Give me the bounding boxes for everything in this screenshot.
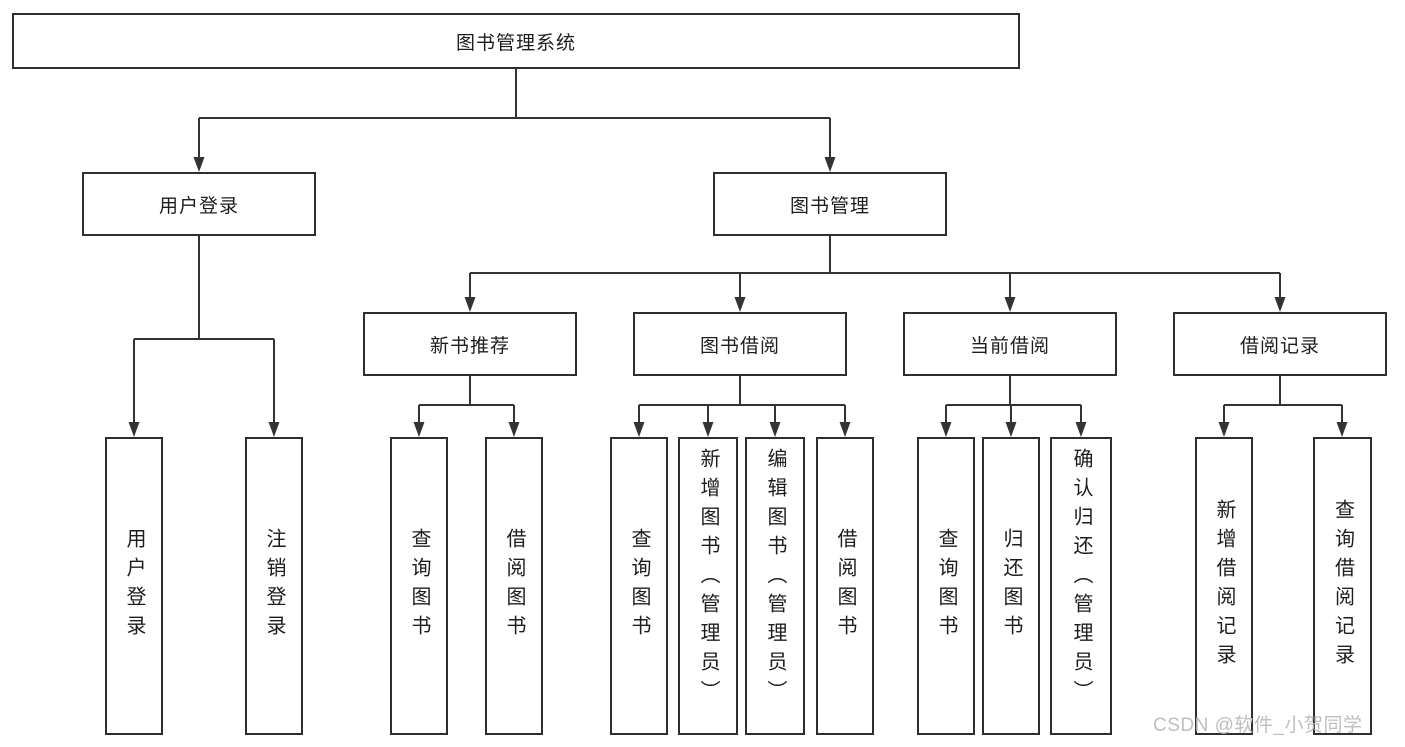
leaf-label: 新增图书（管理员）	[697, 448, 719, 709]
leaf-label: 归还图书	[1000, 528, 1022, 644]
node-book-borrowing: 图书借阅	[633, 312, 847, 376]
leaf-logout: 注销登录	[245, 437, 303, 735]
leaf-label: 用户登录	[123, 528, 145, 644]
leaf-query-borrow-record: 查询借阅记录	[1313, 437, 1372, 735]
leaf-query-books: 查询图书	[917, 437, 975, 735]
leaf-label: 注销登录	[263, 528, 285, 644]
node-book-management: 图书管理	[713, 172, 947, 236]
leaf-label: 查询借阅记录	[1331, 499, 1354, 673]
leaf-query-books: 查询图书	[610, 437, 668, 735]
csdn-watermark: CSDN @软件_小贺同学	[1153, 715, 1363, 736]
node-root-library-system: 图书管理系统	[12, 13, 1020, 69]
leaf-edit-books-admin: 编辑图书（管理员）	[745, 437, 805, 735]
leaf-add-books-admin: 新增图书（管理员）	[678, 437, 738, 735]
leaf-label: 查询图书	[628, 528, 650, 644]
leaf-label: 借阅图书	[834, 528, 856, 644]
node-borrowing-records: 借阅记录	[1173, 312, 1387, 376]
leaf-return-books: 归还图书	[982, 437, 1040, 735]
node-current-borrowing: 当前借阅	[903, 312, 1117, 376]
leaf-label: 确认归还（管理员）	[1070, 448, 1092, 709]
leaf-label: 新增借阅记录	[1213, 499, 1235, 673]
leaf-user-login: 用户登录	[105, 437, 163, 735]
leaf-borrow-books: 借阅图书	[816, 437, 874, 735]
leaf-query-books: 查询图书	[390, 437, 448, 735]
leaf-confirm-return-admin: 确认归还（管理员）	[1050, 437, 1112, 735]
leaf-add-borrow-record: 新增借阅记录	[1195, 437, 1253, 735]
leaf-borrow-books: 借阅图书	[485, 437, 543, 735]
leaf-label: 借阅图书	[503, 528, 525, 644]
leaf-label: 查询图书	[935, 528, 957, 644]
leaf-label: 编辑图书（管理员）	[764, 448, 786, 709]
node-user-login: 用户登录	[82, 172, 316, 236]
leaf-label: 查询图书	[408, 528, 430, 644]
node-new-book-recommend: 新书推荐	[363, 312, 577, 376]
